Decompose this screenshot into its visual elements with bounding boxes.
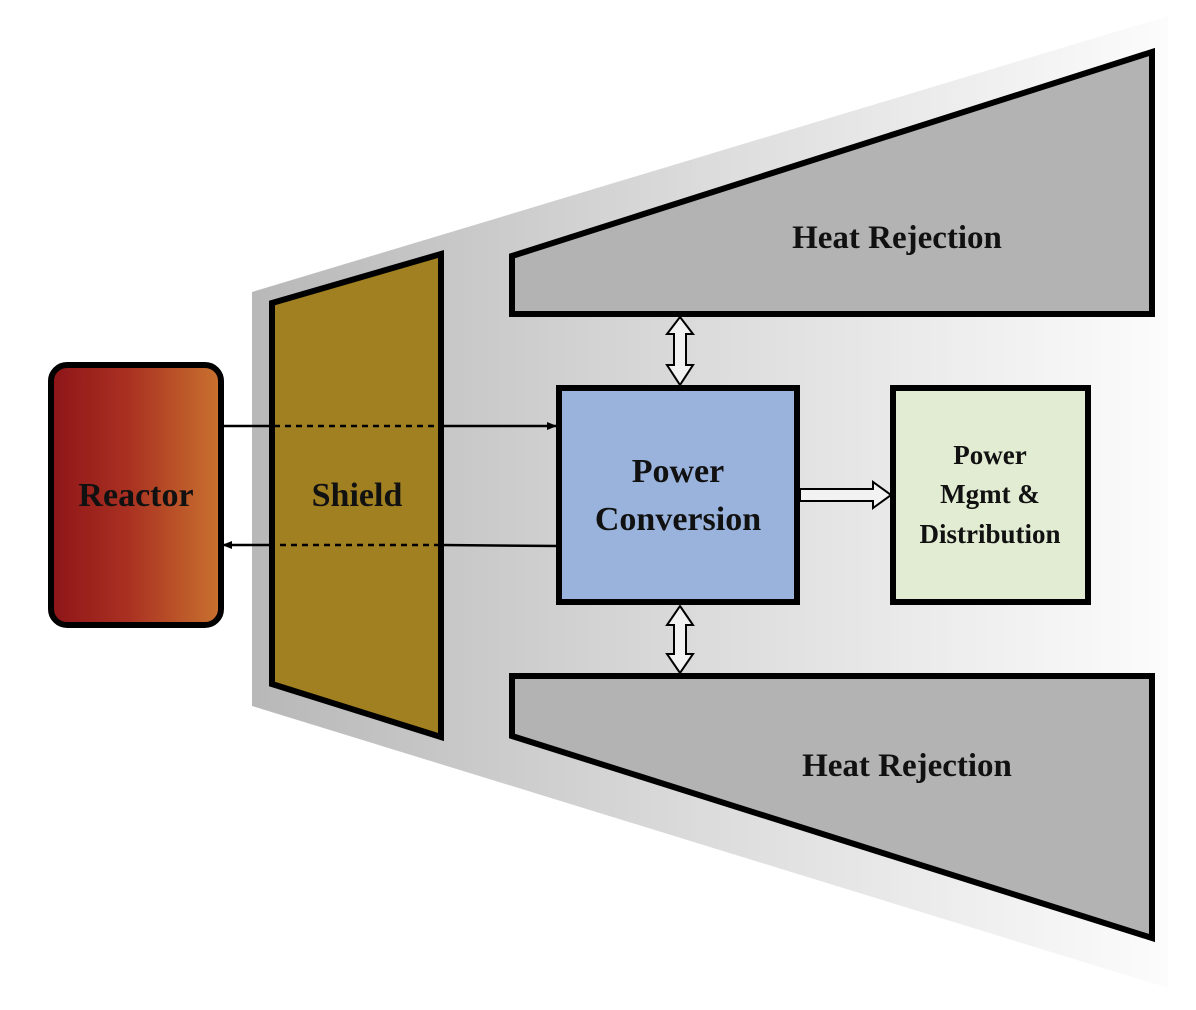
pmad-label-line-3: Distribution: [919, 519, 1060, 549]
shield-label: Shield: [312, 477, 403, 514]
reactor-block[interactable]: Reactor: [48, 362, 224, 628]
heat-rejection-bottom-label: Heat Rejection: [802, 748, 1012, 784]
power-conversion-label-line-1: Power: [632, 453, 725, 490]
conversion-heat-rejection-bottom-double-arrow: [665, 604, 695, 675]
shield-block[interactable]: Shield: [269, 250, 444, 742]
conversion-to-pmad-hollow-arrow: [799, 480, 893, 510]
heat-rejection-top-block[interactable]: Heat Rejection: [509, 47, 1155, 317]
power-conversion-block[interactable]: Power Conversion: [556, 385, 800, 605]
pmad-label-line-2: Mgmt &: [940, 479, 1040, 509]
heat-rejection-top-label: Heat Rejection: [792, 220, 1002, 256]
heat-rejection-bottom-block[interactable]: Heat Rejection: [509, 673, 1155, 943]
conversion-heat-rejection-top-double-arrow: [664, 315, 696, 387]
power-conversion-label-line-2: Conversion: [595, 501, 761, 538]
conversion-to-reactor-arrow: [222, 541, 559, 549]
pmad-block[interactable]: Power Mgmt & Distribution: [890, 385, 1091, 605]
reactor-label: Reactor: [78, 477, 193, 514]
pmad-label-line-1: Power: [953, 440, 1026, 470]
